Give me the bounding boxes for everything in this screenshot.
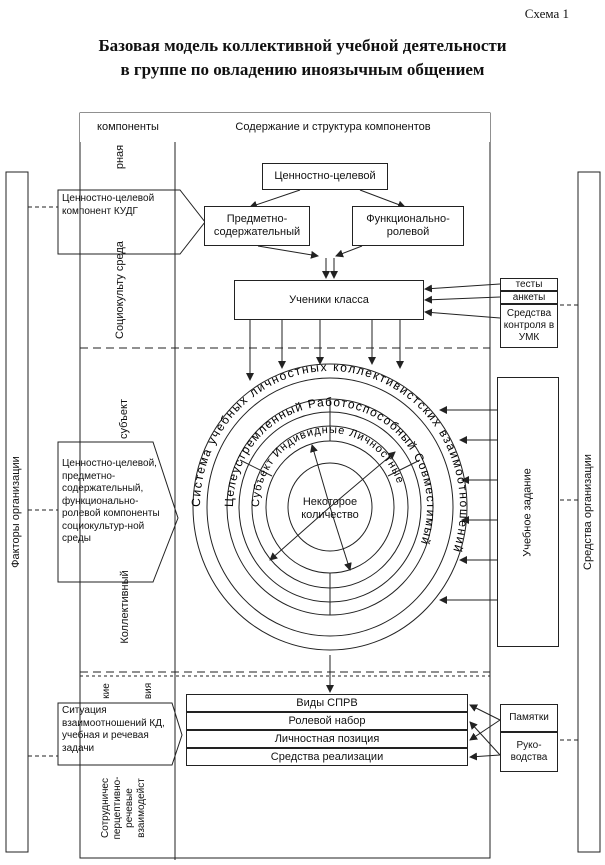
center-circle	[287, 462, 373, 552]
row2-top-label: субъект	[118, 398, 130, 440]
col1-header: компоненты	[80, 113, 176, 142]
outer-ring-circle	[192, 363, 468, 651]
arrow-tests	[424, 283, 501, 293]
row2-main-label: Коллективный	[119, 570, 131, 644]
row3-main-label-3: речевые	[124, 788, 135, 828]
right-bar-label: Средства организации	[582, 454, 594, 570]
list-item-implementation-means: Средства реализации	[186, 748, 468, 766]
page-title-line1: Базовая модель коллективной учебной деят…	[98, 36, 507, 55]
list-item-spvr: Виды СПРВ	[186, 694, 468, 712]
col2-header: Содержание и структура компонентов	[176, 113, 490, 142]
students-box: Ученики класса	[234, 280, 424, 320]
task-box: Учебное задание	[497, 377, 559, 647]
note3-callout	[57, 702, 183, 766]
outer-ring-inner-edge	[206, 377, 454, 637]
radial-right	[387, 459, 421, 477]
arrow-subject-to-students	[257, 245, 319, 259]
tests-box: тесты	[500, 278, 558, 291]
schema-number: Схема 1	[524, 6, 569, 21]
note3-text: Ситуация взаимоотношений КД, учебная и р…	[62, 705, 165, 754]
functional-role-box: Функционально-ролевой	[352, 206, 464, 246]
arrow-control	[424, 308, 501, 319]
arrow-guides-1	[469, 721, 501, 756]
left-side-bar	[5, 171, 29, 853]
row3-main-label-2: перцептивно-	[112, 776, 123, 840]
center-arrow-3	[329, 506, 352, 571]
subject-content-box: Предметно-содержательный	[204, 206, 310, 246]
note2-text: Ценностно-целевой, предметно-содержатель…	[62, 458, 160, 544]
value-goal-box: Ценностно-целевой	[262, 163, 388, 190]
row1-top-label: рная	[114, 144, 126, 170]
row1-main-label: Социокульту среда	[114, 241, 126, 339]
list-item-role-set: Ролевой набор	[186, 712, 468, 730]
memos-box: Памятки	[500, 704, 558, 732]
center-arrow-2	[329, 451, 396, 508]
left-bar-label: Факторы организации	[10, 456, 22, 568]
arrow-guides-2	[469, 752, 501, 761]
guides-box: Руко-водства	[500, 732, 558, 772]
row3-mid-label: вия	[143, 682, 154, 700]
note1-callout	[57, 189, 206, 255]
row3-top-label: кие	[101, 683, 112, 699]
questionnaires-box: анкеты	[500, 291, 558, 304]
row3-main-label-4: взаимодейст	[136, 778, 147, 838]
arrow-goal-to-functional	[359, 189, 406, 209]
ring3-text: Субъект Индивидные Личностные	[250, 424, 406, 507]
arrow-goal-to-subject	[249, 189, 301, 209]
right-side-bar	[577, 171, 601, 853]
center-arrow-1	[310, 444, 331, 508]
control-means-box: Средства контроля в УМК	[500, 304, 558, 348]
center-label: Некоторое количество	[301, 496, 359, 521]
arrow-memos-2	[469, 719, 501, 741]
note1-text: Ценностно-целевой компонент КУДГ	[62, 193, 155, 217]
task-label: Учебное задание	[521, 467, 534, 557]
page-title-line2: в группе по овладению иноязычным общение…	[120, 60, 485, 79]
radial-left	[239, 459, 273, 477]
row3-main-label-1: Сотрудничес	[100, 778, 111, 838]
note2-callout	[57, 441, 179, 583]
center-arrow-4	[269, 506, 331, 561]
arrow-memos-1	[469, 704, 501, 721]
list-item-personal-position: Личностная позиция	[186, 730, 468, 748]
arrow-questionnaires	[424, 295, 501, 304]
arrow-functional-to-students	[335, 245, 363, 258]
